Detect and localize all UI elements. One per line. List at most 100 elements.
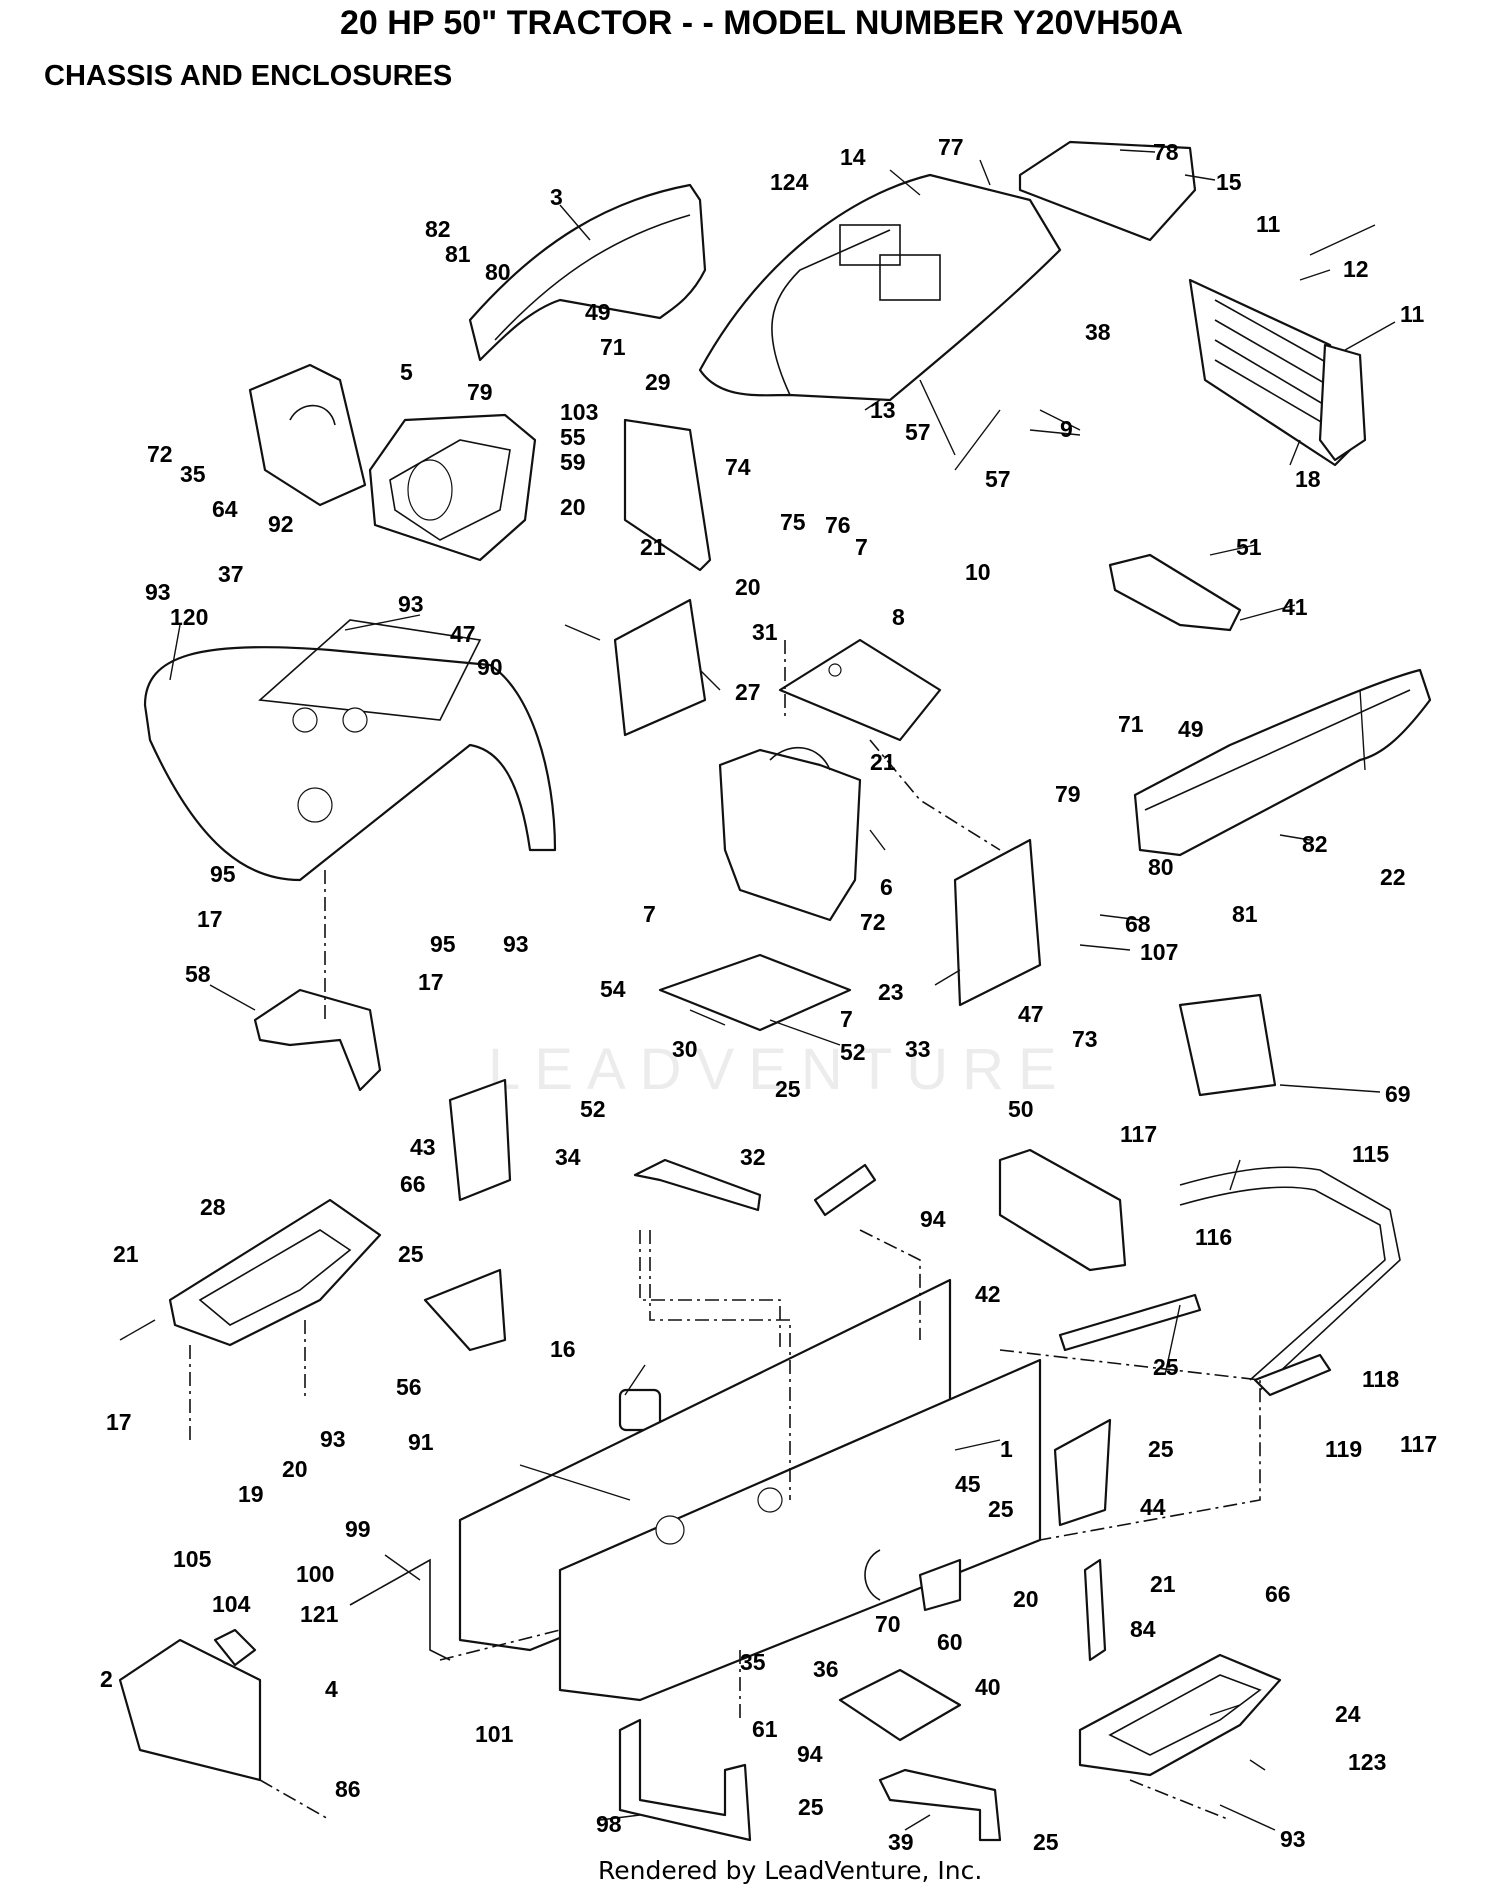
- part-2-shape: [118, 1638, 262, 1782]
- callout-42: 42: [975, 1281, 1001, 1307]
- part-27-shape: [613, 598, 707, 737]
- part-118-shape: [1253, 1353, 1332, 1397]
- part-99-shape: [349, 1558, 451, 1661]
- callout-78: 78: [1153, 139, 1179, 165]
- callout-82: 82: [425, 216, 451, 242]
- callout-66b: 66: [1265, 1581, 1291, 1607]
- callout-124: 124: [770, 169, 809, 195]
- callout-34: 34: [555, 1144, 581, 1170]
- callout-16: 16: [550, 1336, 576, 1362]
- callout-54: 54: [600, 976, 626, 1002]
- part-3-shape: [468, 183, 707, 362]
- part-69-shape: [1178, 993, 1277, 1097]
- callout-52b: 52: [580, 1096, 606, 1122]
- callout-72a: 72: [147, 441, 173, 467]
- part-8-shape: [778, 638, 942, 742]
- part-41-shape: [1108, 553, 1242, 632]
- callout-25g: 25: [1033, 1829, 1059, 1855]
- callout-15: 15: [1216, 169, 1242, 195]
- callout-72b: 72: [860, 909, 886, 935]
- callout-11a: 11: [1256, 211, 1281, 237]
- callout-35b: 35: [740, 1649, 766, 1675]
- callout-121: 121: [300, 1601, 339, 1627]
- callout-11b: 11: [1400, 301, 1425, 327]
- callout-91: 91: [408, 1429, 434, 1455]
- part-16-shape: [618, 1388, 662, 1432]
- callout-31: 31: [752, 619, 778, 645]
- callout-107: 107: [1140, 939, 1178, 965]
- callout-5: 5: [400, 359, 413, 385]
- part-84-shape: [1083, 1558, 1107, 1662]
- callout-79: 79: [467, 379, 493, 405]
- part-28-shape: [168, 1198, 382, 1347]
- part-116-shape: [1058, 1293, 1202, 1352]
- callout-55: 55: [560, 424, 586, 450]
- callout-12: 12: [1343, 256, 1369, 282]
- callout-20a: 20: [560, 494, 586, 520]
- callout-20b: 20: [735, 574, 761, 600]
- callout-57b: 57: [985, 466, 1011, 492]
- callout-82b: 82: [1302, 831, 1328, 857]
- part-58-shape: [253, 988, 382, 1092]
- callout-17a: 17: [197, 906, 223, 932]
- callout-44: 44: [1140, 1494, 1166, 1520]
- part-6-shape: [718, 748, 862, 922]
- callout-20d: 20: [1013, 1586, 1039, 1612]
- callout-30: 30: [672, 1036, 698, 1062]
- callout-90: 90: [477, 654, 503, 680]
- callout-101: 101: [475, 1721, 514, 1747]
- callout-105: 105: [173, 1546, 212, 1572]
- part-70-shape: [864, 1549, 881, 1601]
- callout-123: 123: [1348, 1749, 1386, 1775]
- callout-51: 51: [1236, 534, 1262, 560]
- callout-38: 38: [1085, 319, 1111, 345]
- part-43-shape: [448, 1078, 512, 1202]
- callout-6: 6: [880, 874, 893, 900]
- callout-22: 22: [1380, 864, 1406, 890]
- part-22-shape: [1133, 668, 1432, 857]
- callout-28: 28: [200, 1194, 226, 1220]
- part-29-shape: [623, 418, 712, 572]
- callout-1: 1: [1000, 1436, 1013, 1462]
- leader-lines: [119, 149, 1396, 1831]
- callout-76: 76: [825, 512, 851, 538]
- callout-117b: 117: [1400, 1431, 1437, 1457]
- callout-100: 100: [296, 1561, 334, 1587]
- callout-93e: 93: [1280, 1826, 1306, 1852]
- callout-25c: 25: [1153, 1354, 1179, 1380]
- callout-35a: 35: [180, 461, 206, 487]
- callout-14: 14: [840, 144, 866, 170]
- callout-25b: 25: [398, 1241, 424, 1267]
- callout-84: 84: [1130, 1616, 1156, 1642]
- callout-21d: 21: [1150, 1571, 1176, 1597]
- callout-27: 27: [735, 679, 761, 705]
- part-24-shape: [1078, 1653, 1282, 1777]
- callout-36: 36: [813, 1656, 839, 1682]
- callout-7a: 7: [855, 534, 868, 560]
- callout-33: 33: [905, 1036, 931, 1062]
- callout-29: 29: [645, 369, 671, 395]
- part-45-shape: [918, 1558, 962, 1612]
- callout-18: 18: [1295, 466, 1321, 492]
- callout-75: 75: [780, 509, 806, 535]
- callout-7b: 7: [643, 901, 656, 927]
- callout-40: 40: [975, 1674, 1001, 1700]
- callout-21b: 21: [870, 749, 896, 775]
- callout-25a: 25: [775, 1076, 801, 1102]
- callout-98: 98: [596, 1811, 622, 1837]
- callout-58: 58: [185, 961, 211, 987]
- part-34-shape: [633, 1158, 762, 1212]
- callout-69: 69: [1385, 1081, 1411, 1107]
- callout-95a: 95: [210, 861, 236, 887]
- part-37-shape: [143, 645, 557, 882]
- callout-61: 61: [752, 1716, 778, 1742]
- callout-32: 32: [740, 1144, 766, 1170]
- callout-118: 118: [1362, 1366, 1399, 1392]
- callout-81: 81: [445, 241, 471, 267]
- callout-8: 8: [892, 604, 905, 630]
- callout-57a: 57: [905, 419, 931, 445]
- callout-60: 60: [937, 1629, 963, 1655]
- part-32-shape: [813, 1163, 877, 1217]
- callout-115: 115: [1352, 1141, 1389, 1167]
